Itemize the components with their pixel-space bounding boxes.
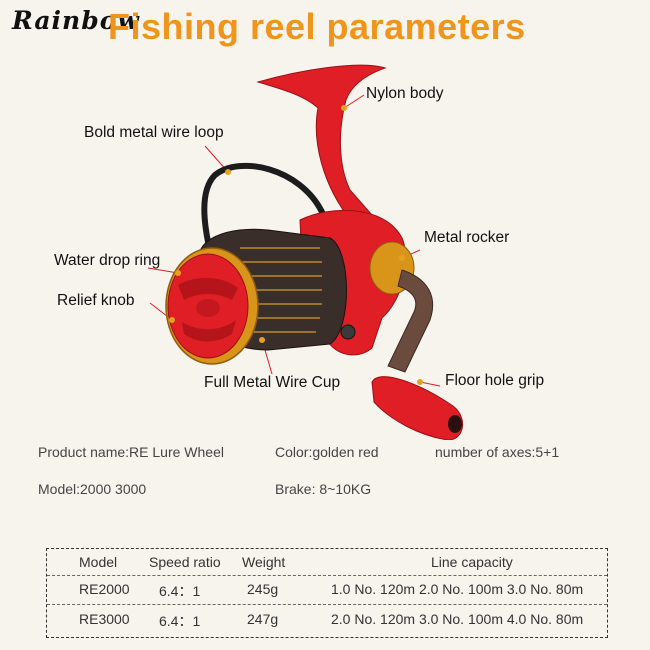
spec-brake: Brake: 8~10KG — [275, 481, 372, 497]
callout-relief-knob: Relief knob — [57, 292, 135, 309]
cell-weight: 247g — [247, 611, 279, 627]
header-speed-ratio: Speed ratio — [149, 554, 221, 570]
table-divider — [47, 575, 607, 576]
cell-line-capacity: 2.0 No. 120m 3.0 No. 100m 4.0 No. 80m — [331, 611, 584, 627]
callout-water-drop-ring: Water drop ring — [54, 252, 161, 269]
header-line-capacity: Line capacity — [431, 554, 513, 570]
cell-weight: 245g — [247, 581, 279, 597]
callout-wire-cup: Full Metal Wire Cup — [204, 374, 341, 391]
page-title: Fishing reel parameters — [108, 6, 526, 47]
callout-metal-rocker: Metal rocker — [424, 229, 510, 246]
cell-speed-ratio: 6.4：1 — [159, 613, 201, 629]
cell-line-capacity: 1.0 No. 120m 2.0 No. 100m 3.0 No. 80m — [331, 581, 584, 597]
brand-logo: Rainbow — [12, 6, 140, 35]
table-divider — [47, 604, 607, 605]
spec-model: Model:2000 3000 — [38, 481, 147, 497]
callout-floor-hole-grip: Floor hole grip — [445, 372, 545, 389]
spec-color: Color:golden red — [275, 444, 379, 460]
spec-axes: number of axes:5+1 — [435, 444, 560, 460]
cell-model: RE2000 — [79, 581, 130, 597]
cell-speed-ratio: 6.4：1 — [159, 583, 201, 599]
callout-wire-loop: Bold metal wire loop — [84, 124, 224, 141]
fishing-reel-illustration — [147, 64, 463, 440]
parameter-table: Model Speed ratio Weight Line capacity R… — [46, 548, 608, 638]
spec-product-name: Product name:RE Lure Wheel — [38, 444, 224, 460]
cell-model: RE3000 — [79, 611, 130, 627]
header-weight: Weight — [242, 554, 286, 570]
callout-nylon-body: Nylon body — [366, 85, 444, 102]
header-model: Model — [79, 554, 118, 570]
